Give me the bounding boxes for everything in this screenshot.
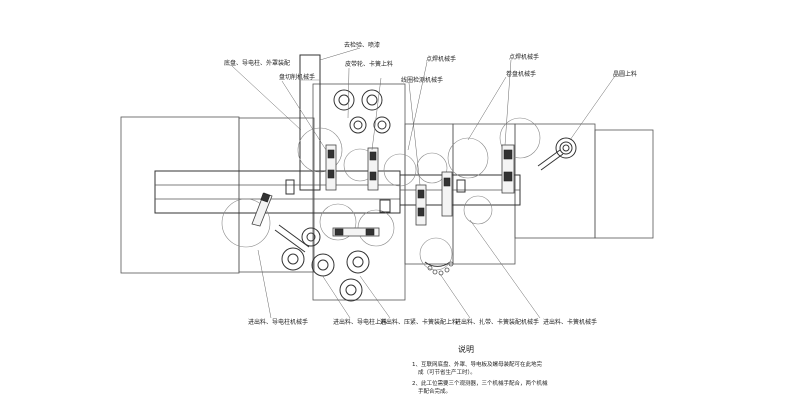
- swing-arc-4: [416, 152, 448, 184]
- swing-arc-6: [499, 117, 541, 159]
- wafer-coil: [537, 137, 577, 171]
- notes-title: 说明: [458, 344, 474, 354]
- label-lift-manip: 线圈检测机械手: [401, 76, 443, 84]
- label-bottom-5: 进出料、卡簧机械手: [543, 318, 597, 326]
- label-bottom-2: 进出料、导电柱上料: [333, 318, 387, 326]
- label-disk-manip: 盘切削机械手: [279, 73, 315, 81]
- right-station-frame: [594, 129, 654, 239]
- notes-line-3: 2、此工位需要三个观测器，三个机械手配合，两个机械: [412, 379, 548, 387]
- lower-roller-group: [281, 227, 370, 302]
- label-right-feed: 晶圆上料: [613, 70, 637, 78]
- label-bottom-1: 进出料、导电柱机械手: [248, 318, 308, 326]
- notes-line-1: 1、互联网底盘、外罩、导电板及螺母装配可在此地完: [412, 360, 543, 368]
- manipulator-1: [325, 144, 337, 191]
- manipulator-left-diagonal: [251, 192, 273, 227]
- label-belt-manip-1: 皮带轮、卡簧上料: [345, 60, 393, 68]
- station-6-frame: [514, 123, 596, 239]
- fixture-block-1: [285, 179, 295, 195]
- mid-roller-pair: [349, 116, 391, 134]
- leader-lines: [231, 47, 616, 319]
- left-station-frame: [120, 116, 240, 274]
- manipulator-4: [441, 171, 453, 217]
- label-front-belt: 底盘、导电柱、外罩装配: [224, 59, 290, 67]
- manipulator-2: [367, 147, 379, 191]
- slide-chute: [274, 229, 306, 253]
- lift-column: [299, 54, 321, 191]
- second-station-frame: [238, 117, 315, 273]
- fixture-block-2: [379, 199, 391, 213]
- label-reel-manip: 卷盘机械手: [506, 70, 536, 78]
- label-spot-weld-1: 点焊机械手: [426, 55, 456, 63]
- label-spot-weld-2: 点焊机械手: [509, 53, 539, 61]
- swing-arc-left: [221, 198, 271, 248]
- label-bottom-3: 进出料、压紧、卡簧装配上料: [380, 318, 458, 326]
- manipulator-horizontal: [332, 227, 380, 237]
- main-conveyor: [154, 170, 401, 214]
- manipulator-5: [501, 144, 515, 194]
- notes-line-2: 成（可节省生产工时）。: [418, 368, 476, 376]
- notes-line-4: 手配合完成。: [418, 387, 451, 395]
- swing-arc-1: [297, 127, 343, 173]
- fixture-block-3: [456, 179, 466, 193]
- notes-block: 说明 1、互联网底盘、外罩、导电板及螺母装配可在此地完 成（可节省生产工时）。 …: [412, 344, 548, 395]
- top-roller-pair: [333, 89, 383, 111]
- manipulator-3: [415, 184, 427, 226]
- label-top-cut: 去检验、喷漆: [344, 41, 380, 49]
- label-bottom-4: 进出料、扎带、卡簧装配机械手: [455, 318, 539, 326]
